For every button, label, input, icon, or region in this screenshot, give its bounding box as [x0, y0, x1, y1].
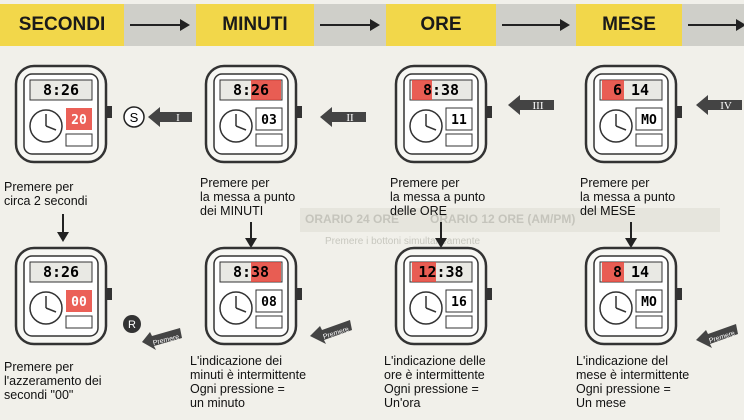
arrow-down-icon: [435, 222, 447, 248]
watch-illustration: 6 14 MO: [584, 64, 682, 164]
watch-illustration: 8 14 MO: [584, 246, 682, 346]
watch-illustration: 8:26 00: [14, 246, 112, 346]
ghost-text: Premere i bottoni simultaneamente: [325, 236, 481, 247]
svg-text:IV: IV: [720, 100, 732, 112]
watch-time: 8:38: [233, 263, 269, 281]
arrow-right-icon: [320, 19, 380, 31]
caption-step-1: Premere per circa 2 secondi: [4, 180, 88, 208]
step-mese: MESE: [576, 4, 682, 46]
step-minuti: MINUTI: [196, 4, 314, 46]
watch-time: 6 14: [613, 81, 649, 99]
svg-text:S: S: [130, 110, 139, 125]
step-secondi: SECONDI: [0, 4, 124, 46]
press-arrow-icon: Premere: [696, 324, 738, 348]
watch-illustration: 8:38 08: [204, 246, 302, 346]
watch-illustration: 8:26 20: [14, 64, 112, 164]
watch-illustration: 12:38 16: [394, 246, 492, 346]
press-arrow-icon: II: [320, 107, 366, 127]
watch-flash: 00: [71, 295, 87, 310]
arrow-down-icon: [245, 222, 257, 248]
ghost-text: ORARIO 12 ORE (AM/PM): [430, 212, 576, 226]
caption-result-2: L'indicazione dei minuti è intermittente…: [190, 354, 307, 410]
watch-time: 8:38: [423, 81, 459, 99]
caption-result-4: L'indicazione del mese è intermittente O…: [576, 354, 690, 410]
press-arrow-icon: III: [508, 95, 554, 115]
caption-result-1: Premere per l'azzeramento dei secondi "0…: [4, 360, 102, 402]
watch-time: 12:38: [418, 263, 463, 281]
svg-text:III: III: [533, 100, 544, 112]
step-ore: ORE: [386, 4, 496, 46]
watch-flash: 20: [71, 113, 87, 128]
svg-text:R: R: [128, 319, 136, 331]
step-bar: SECONDI MINUTI ORE MESE: [0, 0, 744, 50]
caption-step-3: Premere per la messa a punto delle ORE: [390, 176, 486, 218]
arrow-right-icon: [688, 19, 744, 31]
watch-flash: MO: [641, 113, 657, 128]
watch-flash: 08: [261, 295, 277, 310]
watch-flash: 16: [451, 295, 467, 310]
watch-illustration: 8:26 03: [204, 64, 302, 164]
button-r-icon: R Premere: [123, 315, 182, 350]
watch-flash: MO: [641, 295, 657, 310]
arrow-down-icon: [625, 222, 637, 248]
watch-time: 8:26: [43, 81, 79, 99]
watch-flash: 03: [261, 113, 277, 128]
arrow-right-icon: [502, 19, 570, 31]
ghost-text: ORARIO 24 ORE: [305, 212, 400, 226]
button-s-icon: S I: [123, 106, 192, 128]
svg-text:I: I: [176, 112, 180, 124]
watch-time: 8:26: [233, 81, 269, 99]
svg-text:II: II: [346, 112, 354, 124]
press-arrow-icon: IV: [696, 95, 742, 115]
watch-illustration: 8:38 11: [394, 64, 492, 164]
caption-step-4: Premere per la messa a punto del MESE: [580, 176, 676, 218]
arrow-right-icon: [130, 19, 190, 31]
press-arrow-icon: Premere: [310, 320, 352, 344]
caption-result-3: L'indicazione delle ore è intermittente …: [384, 354, 486, 410]
watch-time: 8 14: [613, 263, 649, 281]
watch-time: 8:26: [43, 263, 79, 281]
caption-step-2: Premere per la messa a punto dei MINUTI: [200, 176, 296, 218]
background-band: [300, 208, 720, 232]
watch-flash: 11: [451, 113, 467, 128]
arrow-down-icon: [57, 214, 69, 242]
